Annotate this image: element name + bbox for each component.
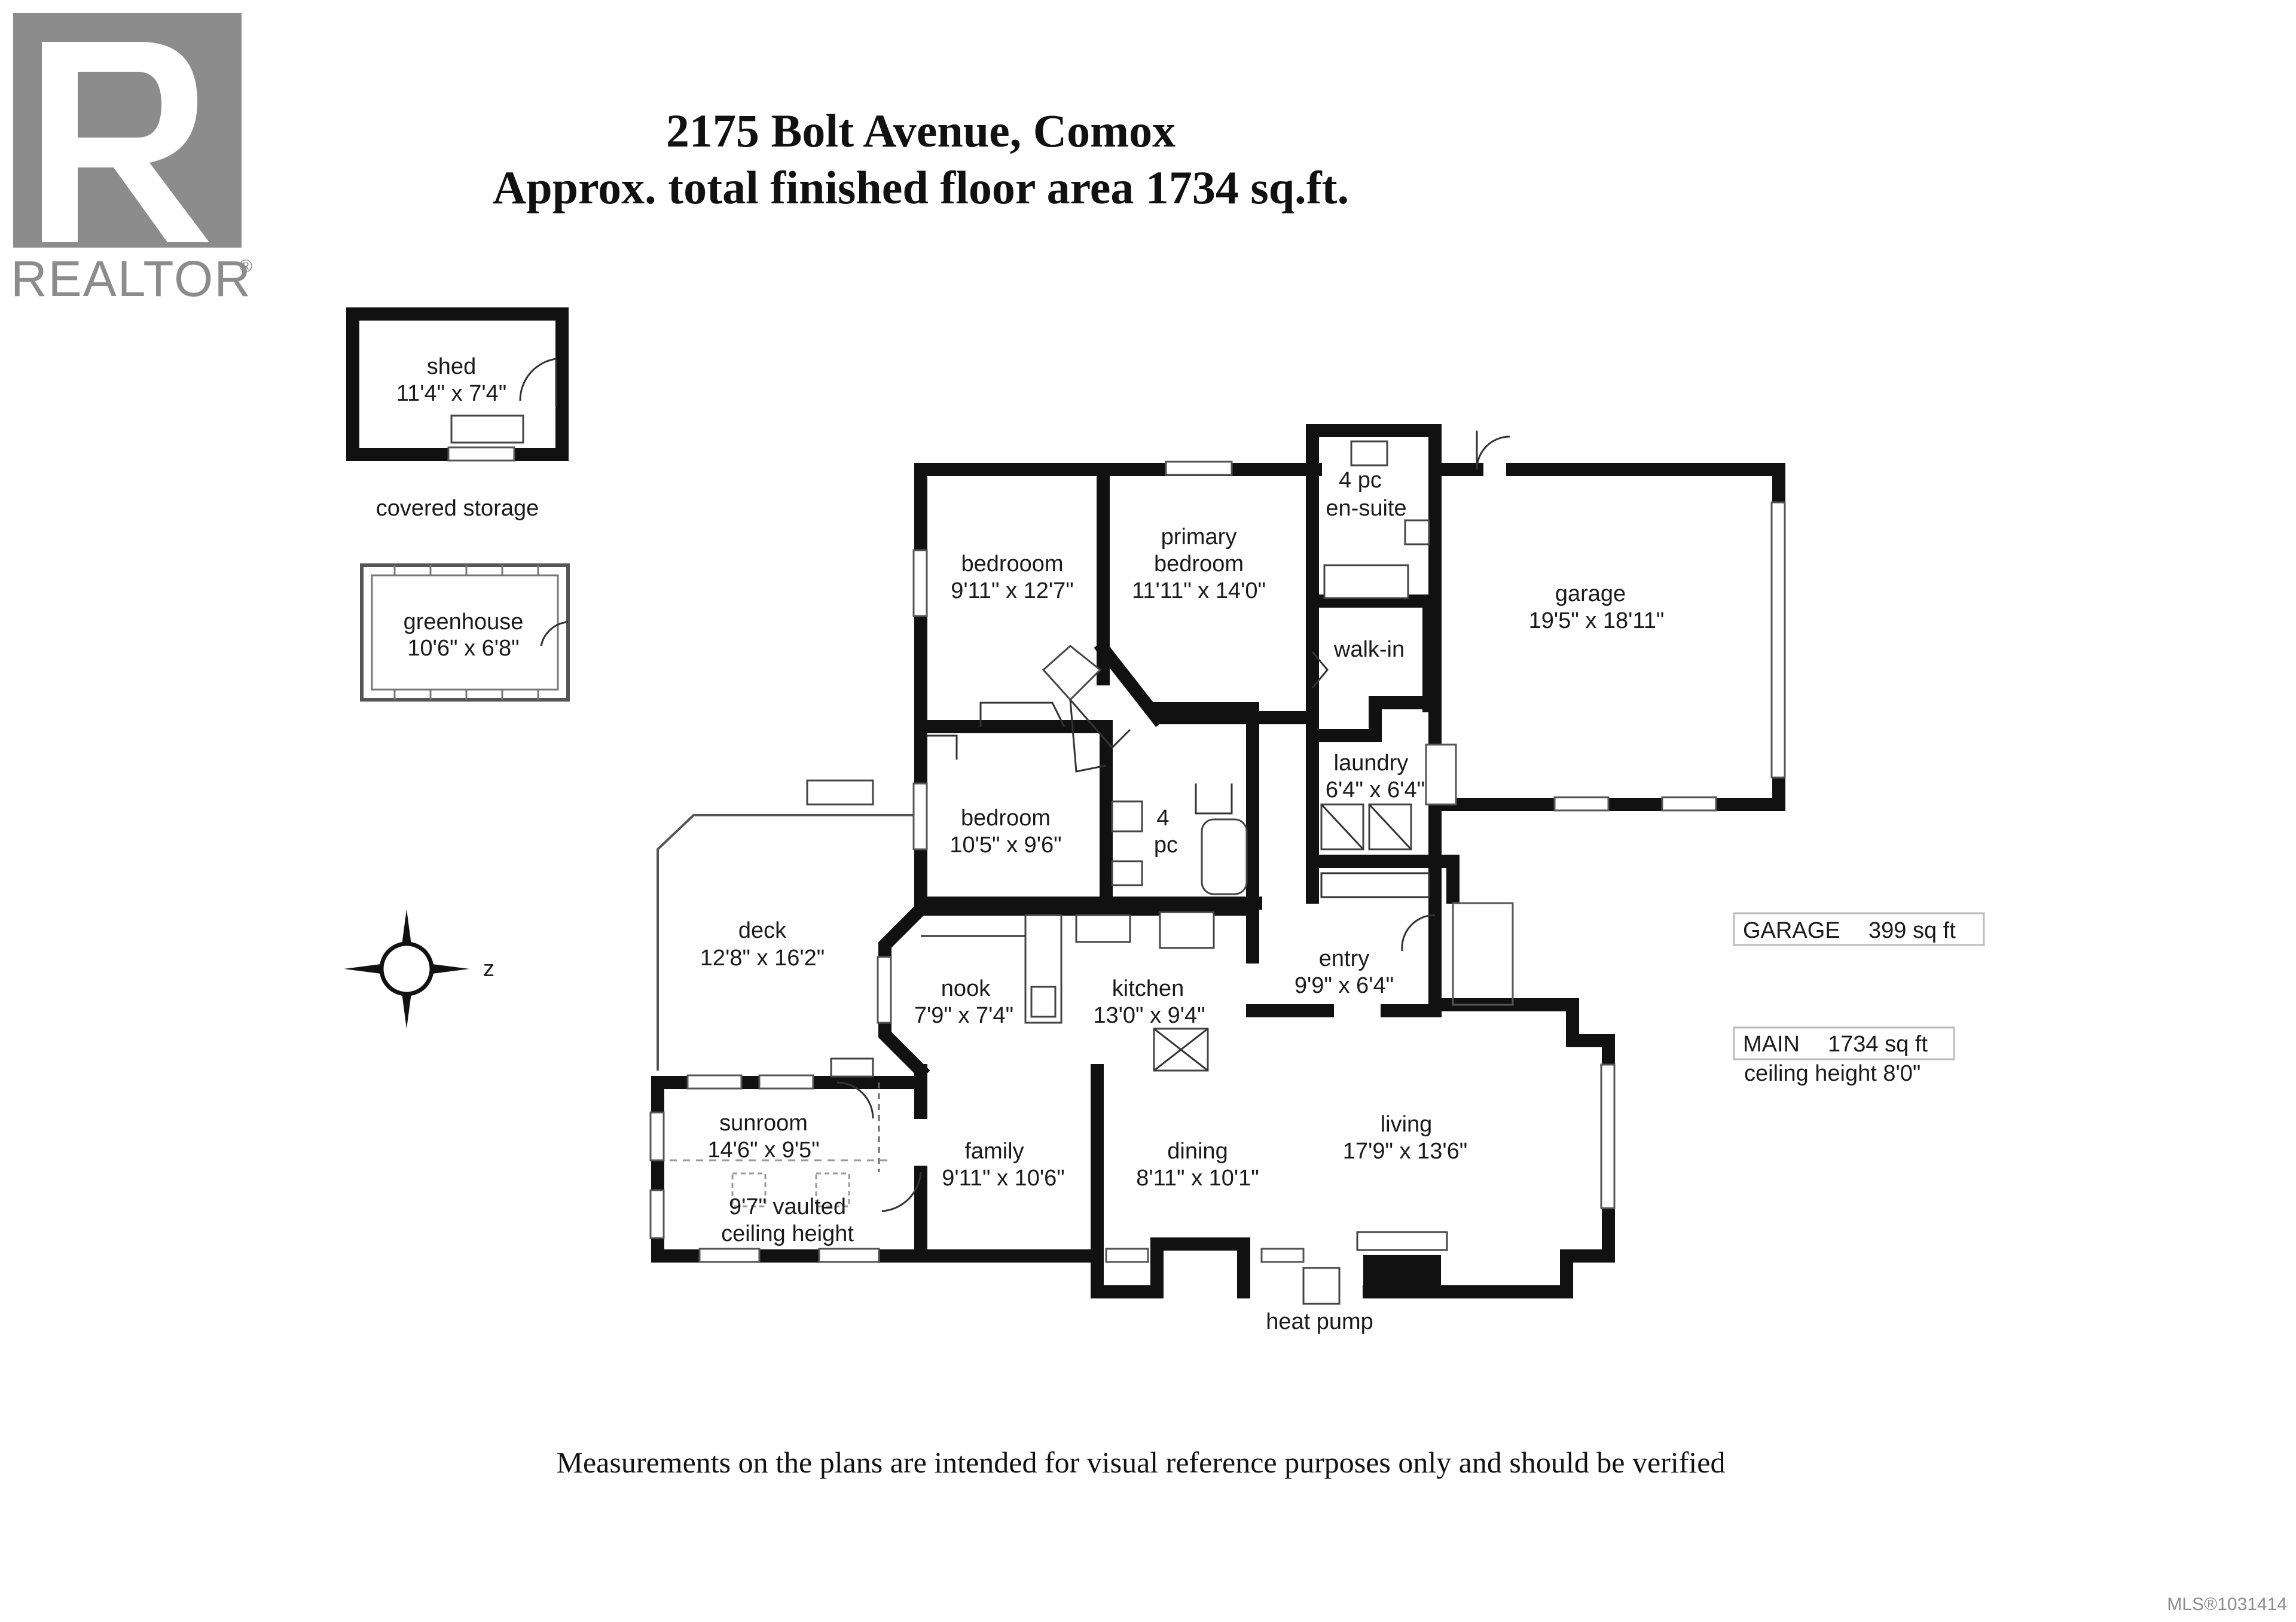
bedroom-b-size: 10'5" x 9'6"	[949, 833, 1061, 858]
legend-main-area: 1734 sq ft	[1828, 1032, 1928, 1057]
nook-label: nook	[941, 976, 991, 1001]
garage-size: 19'5" x 18'11"	[1529, 608, 1665, 633]
bedroom-b-label: bedroom	[961, 806, 1051, 831]
walk-in-label: walk-in	[1333, 637, 1405, 662]
ensuite-label-1: 4 pc	[1339, 468, 1382, 493]
realtor-r-glyph	[42, 42, 209, 242]
living-size: 17'9" x 13'6"	[1343, 1139, 1467, 1164]
entry-size: 9'9" x 6'4"	[1294, 973, 1394, 998]
shed-size: 11'4" x 7'4"	[396, 381, 506, 406]
legend-garage-area: 399 sq ft	[1868, 918, 1956, 943]
laundry-size: 6'4" x 6'4"	[1326, 778, 1425, 803]
primary-bedroom-label-2: bedroom	[1154, 551, 1244, 577]
garage-label: garage	[1555, 581, 1626, 606]
deck-area: deck 12'8" x 16'2"	[657, 779, 915, 1071]
ensuite-label-2: en-suite	[1326, 496, 1406, 521]
garage-area-box	[1733, 912, 1985, 946]
legend-ceiling-height: ceiling height 8'0"	[1744, 1061, 1921, 1086]
shed-label: shed	[427, 354, 476, 379]
sunroom-size: 14'6" x 9'5"	[707, 1138, 819, 1163]
kitchen-label: kitchen	[1112, 976, 1184, 1001]
disclaimer: Measurements on the plans are intended f…	[557, 1446, 1726, 1479]
bath-label-2: pc	[1154, 833, 1178, 858]
sunroom-ceiling-note-2: ceiling height	[721, 1221, 854, 1246]
main-area-box	[1733, 1026, 1955, 1060]
doors-and-fixtures	[649, 431, 1786, 1305]
sunroom-label: sunroom	[719, 1111, 808, 1136]
living-label: living	[1381, 1112, 1433, 1137]
greenhouse-outbuilding: greenhouse 10'6" x 6'8"	[360, 563, 570, 702]
shed-outbuilding: shed 11'4" x 7'4"	[346, 307, 569, 462]
bedroom-a-size: 9'11" x 12'7"	[951, 578, 1074, 603]
bedroom-a-label: bedrooom	[961, 551, 1063, 577]
dining-label: dining	[1167, 1139, 1228, 1164]
greenhouse-label: greenhouse	[404, 609, 524, 635]
dining-size: 8'11" x 10'1"	[1136, 1166, 1259, 1191]
realtor-wordmark: REALTOR	[11, 251, 252, 307]
deck-size: 12'8" x 16'2"	[700, 946, 825, 971]
area-legend: GARAGE 399 sq ft MAIN 1734 sq ft ceiling…	[1733, 912, 1985, 1086]
mls-number: MLS®1031414	[2167, 1594, 2287, 1614]
family-size: 9'11" x 10'6"	[942, 1166, 1065, 1191]
legend-main-label: MAIN	[1743, 1032, 1800, 1057]
heat-pump-label: heat pump	[1266, 1309, 1373, 1334]
bath-label-1: 4	[1156, 806, 1169, 831]
covered-storage-label: covered storage	[376, 496, 539, 521]
primary-bedroom-label-1: primary	[1161, 525, 1237, 550]
nook-size: 7'9" x 7'4"	[914, 1003, 1013, 1028]
sunroom-ceiling-note-1: 9'7" vaulted	[729, 1194, 846, 1219]
page-subtitle: Approx. total finished floor area 1734 s…	[493, 161, 1349, 214]
compass-direction: z	[483, 956, 494, 981]
laundry-label: laundry	[1334, 751, 1409, 776]
room-labels: bedrooom 9'11" x 12'7" primary bedroom 1…	[707, 468, 1664, 1334]
primary-bedroom-size: 11'11" x 14'0"	[1132, 578, 1266, 603]
greenhouse-size: 10'6" x 6'8"	[407, 636, 519, 661]
family-label: family	[964, 1139, 1024, 1164]
realtor-logo: REALTOR ®	[11, 13, 252, 307]
page-title: 2175 Bolt Avenue, Comox	[666, 105, 1176, 157]
legend-garage-label: GARAGE	[1743, 918, 1840, 943]
kitchen-size: 13'0" x 9'4"	[1093, 1003, 1205, 1028]
compass-icon: z	[344, 909, 494, 1029]
registered-mark: ®	[239, 257, 252, 276]
deck-label: deck	[738, 918, 787, 943]
entry-label: entry	[1319, 946, 1369, 971]
